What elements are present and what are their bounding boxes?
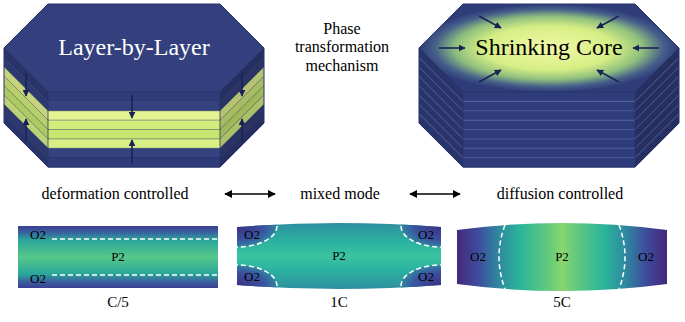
layer-line [419, 95, 679, 139]
node-outline [417, 2, 683, 172]
direction-arrow [597, 16, 619, 28]
top-face [419, 4, 679, 92]
simulation-panel: O2O2P2O2O21C [237, 222, 441, 290]
c-rate-caption: C/5 [107, 294, 129, 311]
direction-arrow [439, 47, 465, 49]
phase-label: O2 [30, 228, 46, 243]
direction-arrow [241, 119, 243, 142]
crystal-slab [18, 226, 218, 288]
phase-label: P2 [555, 250, 569, 265]
phase-label: O2 [470, 250, 486, 265]
crystal-slab [457, 223, 667, 291]
regime-label: diffusion controlled [497, 185, 623, 203]
direction-arrow [597, 70, 619, 82]
phase-boundary [237, 226, 277, 247]
direction-arrow [25, 73, 27, 96]
layer-line [4, 114, 264, 158]
simulation-panel: O2P2O25C [457, 222, 667, 292]
phase-boundary [52, 238, 218, 240]
phase-label: O2 [418, 228, 434, 243]
phase-label: O2 [638, 250, 654, 265]
phase-boundary [237, 265, 277, 286]
phase-label: P2 [332, 249, 346, 264]
o2-region-group [197, 205, 481, 307]
direction-arrow [479, 70, 501, 82]
layer-line [419, 104, 679, 148]
layer-line [419, 114, 679, 158]
direction-arrow [241, 73, 243, 96]
o2-region [197, 265, 277, 307]
layer-line [4, 104, 264, 148]
double-arrow [410, 193, 460, 194]
node-outline [2, 2, 268, 172]
phase-boundary [499, 225, 505, 289]
phase-label: O2 [418, 270, 434, 285]
top-face [4, 4, 264, 92]
prism-edge [635, 92, 636, 167]
hexagonal-particle: Layer-by-Layer [2, 2, 268, 172]
phase-boundary [401, 226, 441, 247]
c-rate-caption: 5C [553, 294, 571, 311]
c-rate-caption: 1C [330, 294, 348, 311]
simulation-panel: O2P2O2C/5 [18, 226, 218, 288]
o2-region [197, 205, 277, 247]
phase-label: O2 [30, 272, 46, 287]
phase-boundary [401, 265, 441, 286]
prism-edge [220, 92, 221, 167]
prism-edge [463, 92, 464, 167]
direction-arrow [633, 47, 659, 49]
direction-arrow [131, 95, 133, 118]
mechanism-title: Layer-by-Layer [58, 34, 209, 62]
mechanism-title: Shrinking Core [475, 34, 622, 62]
hexagonal-particle: Shrinking Core [417, 2, 683, 172]
direction-arrow [479, 16, 501, 28]
phase-boundary [52, 274, 218, 276]
direction-arrow [131, 140, 133, 164]
double-arrow [225, 193, 275, 194]
regime-label: deformation controlled [41, 185, 188, 203]
layer-line [4, 95, 264, 139]
center-heading: Phase transformation mechanism [277, 20, 407, 75]
regime-label: mixed mode [300, 185, 380, 203]
prism-edge [48, 92, 49, 167]
phase-label: O2 [244, 270, 260, 285]
phase-label: P2 [111, 250, 125, 265]
phase-label: O2 [244, 228, 260, 243]
phase-boundary [619, 225, 625, 289]
direction-arrow [25, 119, 27, 142]
